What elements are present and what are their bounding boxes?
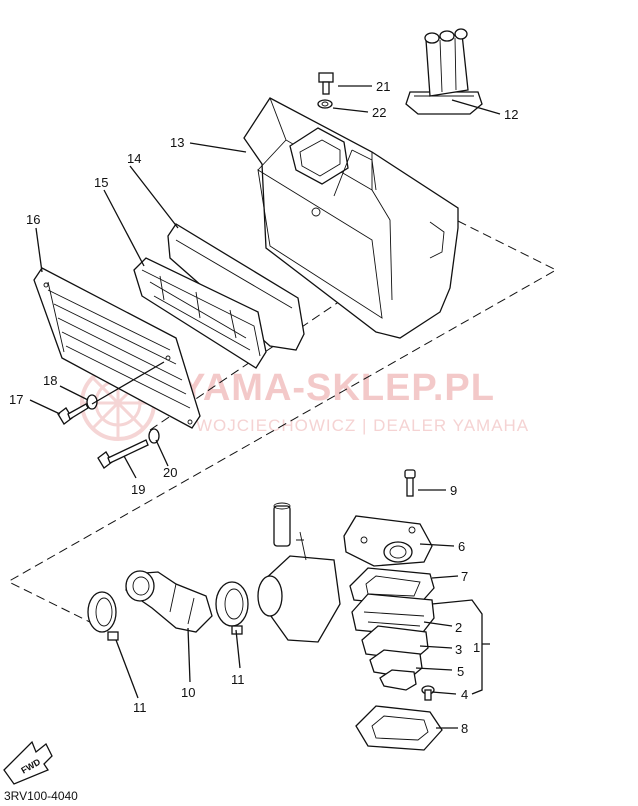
- callout-10: 10: [181, 685, 195, 700]
- callout-11-left: 11: [133, 700, 147, 715]
- callout-9: 9: [450, 483, 457, 498]
- callout-6: 6: [458, 539, 465, 554]
- part-10-intake-joint: [125, 570, 213, 633]
- part-20-washer: [148, 428, 160, 444]
- part-22-washer: [317, 99, 333, 109]
- callout-19: 19: [131, 482, 145, 497]
- part-15-filter-element: [133, 257, 267, 369]
- part-11-clamp-right: [215, 581, 249, 635]
- callout-17: 17: [9, 392, 23, 407]
- part-16-filter-grille: [33, 267, 201, 429]
- diagram-code: 3RV100-4040: [4, 789, 78, 803]
- callout-20: 20: [163, 465, 177, 480]
- callout-5: 5: [457, 664, 464, 679]
- part-19-long-bolt: [97, 439, 149, 469]
- callout-7: 7: [461, 569, 468, 584]
- callout-1: 1: [473, 640, 480, 655]
- part-21-bolt: [318, 72, 334, 95]
- callout-11-right: 11: [231, 672, 245, 687]
- callout-13: 13: [170, 135, 184, 150]
- carburetor-outline: [257, 502, 341, 643]
- callout-4: 4: [461, 687, 468, 702]
- callout-14: 14: [127, 151, 141, 166]
- part-4-screw: [421, 685, 435, 701]
- callout-21: 21: [376, 79, 390, 94]
- watermark-subtitle: WOJCIECHOWICZ | DEALER YAMAHA: [196, 416, 529, 435]
- part-8-gasket: [355, 705, 443, 751]
- part-13-air-box-case: [243, 97, 459, 339]
- part-1-reed-valve-assembly: [351, 593, 435, 691]
- callout-15: 15: [94, 175, 108, 190]
- callout-2: 2: [455, 620, 462, 635]
- part-6-reed-housing: [343, 515, 433, 567]
- watermark-title: YAMA-SKLEP.PL: [180, 367, 495, 409]
- part-11-clamp-left: [87, 591, 119, 641]
- part-17-bolt: [57, 403, 89, 425]
- part-14-filter-cover: [167, 223, 305, 351]
- part-18-washer: [86, 394, 98, 410]
- callout-18: 18: [43, 373, 57, 388]
- callout-12: 12: [504, 107, 518, 122]
- callout-numbers: 1 2 3 4 5 6 7 8 9 10 11 11 12 13 14 15 1…: [9, 79, 518, 736]
- forward-direction-badge: FWD: [3, 740, 53, 785]
- callout-16: 16: [26, 212, 40, 227]
- callout-22: 22: [372, 105, 386, 120]
- leader-lines: [29, 85, 501, 729]
- part-12-intake-duct: [405, 28, 483, 115]
- callout-3: 3: [455, 642, 462, 657]
- part-9-bolt: [404, 469, 416, 497]
- callout-8: 8: [461, 721, 468, 736]
